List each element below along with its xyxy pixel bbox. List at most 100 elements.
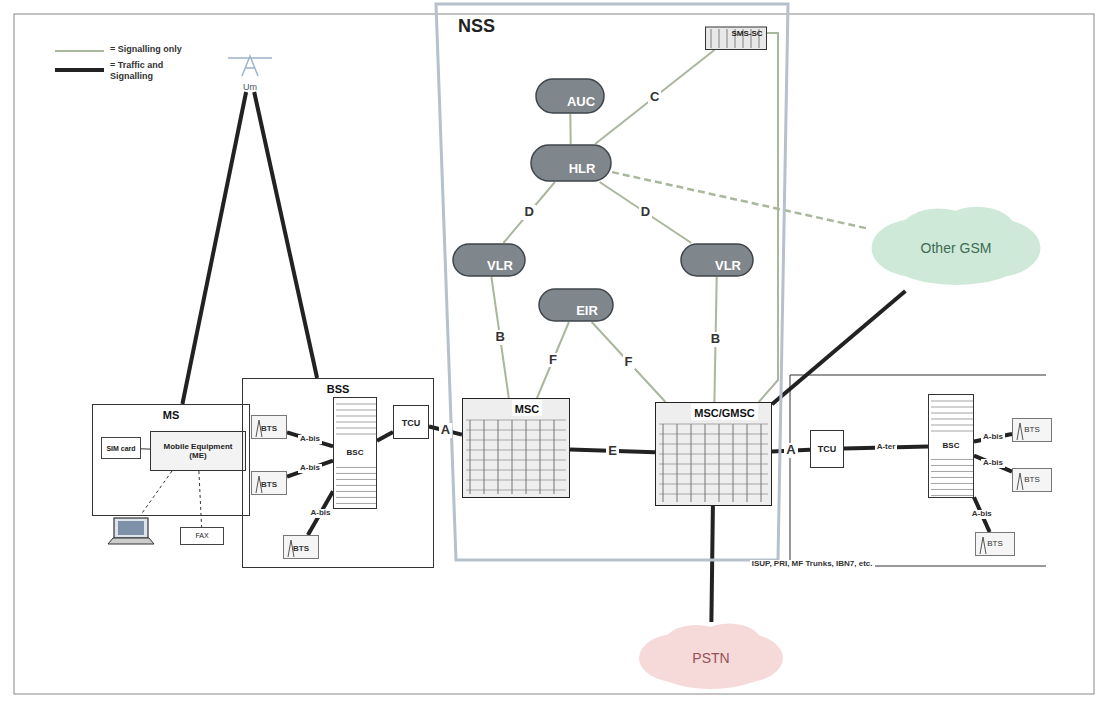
grid xyxy=(659,454,768,455)
cabinet xyxy=(656,403,772,506)
grid xyxy=(540,420,541,494)
edge-label: F xyxy=(623,355,635,369)
bts-icon xyxy=(1017,423,1023,440)
node-label: AUC xyxy=(567,95,595,110)
shelf xyxy=(336,404,376,405)
shelf xyxy=(931,477,973,478)
node-label: PSTN xyxy=(692,650,729,666)
bts-site: BTS xyxy=(1012,418,1052,442)
shelf xyxy=(336,422,376,423)
database-node: EIR xyxy=(538,288,614,322)
node-label: VLR xyxy=(487,259,513,274)
node-label: SIM card xyxy=(106,442,135,453)
bts-site: BTS xyxy=(251,415,287,439)
edge-label: B xyxy=(493,330,506,344)
grid xyxy=(691,424,692,502)
bts-site: BTS xyxy=(251,471,287,495)
shelf xyxy=(931,413,973,414)
grid xyxy=(466,450,566,451)
node-label: TCU xyxy=(402,415,421,428)
shelf xyxy=(931,431,973,432)
cabinet xyxy=(706,27,767,50)
bts-site: BTS xyxy=(975,532,1015,556)
bts-icon xyxy=(980,537,986,554)
edge-label: A xyxy=(439,423,452,437)
bts-icon xyxy=(1017,473,1023,490)
grid xyxy=(733,424,734,502)
shelf xyxy=(336,485,376,486)
legend-text: = Traffic and Signalling xyxy=(110,60,206,81)
database-shape xyxy=(453,244,525,276)
edge-label: D xyxy=(639,205,652,219)
database-node: VLR xyxy=(452,243,526,277)
shelf xyxy=(336,503,376,504)
edge-label: A-bis xyxy=(298,435,322,444)
grid xyxy=(719,29,720,48)
grid xyxy=(747,424,748,502)
edge-label: A xyxy=(784,443,797,457)
shelf xyxy=(336,473,376,474)
shelf xyxy=(336,491,376,492)
edge-label: F xyxy=(547,353,559,367)
shelf xyxy=(336,410,376,411)
node-label: SMS-SC xyxy=(731,28,762,38)
node-label: BSS xyxy=(327,380,350,396)
connector xyxy=(503,182,555,243)
connector xyxy=(772,291,905,404)
grid xyxy=(526,420,527,494)
node-label: BTS xyxy=(1024,425,1040,434)
database-shape xyxy=(539,289,613,321)
connector xyxy=(537,322,569,398)
leader-line xyxy=(140,471,172,516)
edge-label: C xyxy=(648,90,661,104)
subsystem-box: MS SIM card Mobile Equipment (ME) xyxy=(92,404,250,516)
database-shape xyxy=(681,244,753,276)
mobile-equipment: Mobile Equipment (ME) xyxy=(150,431,246,471)
connector xyxy=(287,432,333,446)
edge-label: A-bis xyxy=(981,459,1005,468)
connector xyxy=(199,471,202,527)
network-cloud: PSTN xyxy=(636,622,786,694)
connector xyxy=(592,322,666,402)
edge-label: B xyxy=(709,332,722,346)
shelf xyxy=(931,419,973,420)
grid xyxy=(466,440,566,441)
grid xyxy=(711,29,712,48)
grid xyxy=(466,470,566,471)
transcoder-unit: TCU xyxy=(393,405,429,439)
grid xyxy=(466,460,566,461)
shelf xyxy=(931,495,973,496)
air-interface: Um xyxy=(222,54,278,92)
node-label: BTS xyxy=(293,541,309,553)
shelf xyxy=(931,425,973,426)
grid xyxy=(705,424,706,502)
edge-label: A-bis xyxy=(970,510,994,519)
nss-outline xyxy=(436,4,788,560)
edge-label: E xyxy=(606,444,619,458)
node-label: MS xyxy=(163,406,180,422)
grid xyxy=(719,424,720,502)
edge-label: A-bis xyxy=(308,509,332,518)
legend-text: = Signalling only xyxy=(110,44,206,54)
frame xyxy=(14,14,1094,694)
node-label: MSC xyxy=(512,400,542,416)
node-label: MSC/GMSC xyxy=(691,404,758,420)
connector xyxy=(612,172,868,229)
legend: = Signalling only = Traffic and Signallin… xyxy=(110,44,206,87)
shelf xyxy=(336,428,376,429)
grid xyxy=(466,490,566,491)
grid xyxy=(663,424,664,502)
device-box: SIM card xyxy=(101,437,141,459)
connector xyxy=(287,461,333,477)
grid xyxy=(484,420,485,494)
grid xyxy=(659,444,768,445)
node-label: Mobile Equipment (ME) xyxy=(151,442,245,460)
node-label: EIR xyxy=(576,304,598,319)
bts-site: BTS xyxy=(1012,468,1052,492)
edge-label: A-ter xyxy=(875,443,898,452)
shelf xyxy=(931,483,973,484)
connector xyxy=(254,92,317,378)
connector xyxy=(182,92,246,404)
node-label: BSC xyxy=(941,441,962,450)
shelf xyxy=(336,467,376,468)
